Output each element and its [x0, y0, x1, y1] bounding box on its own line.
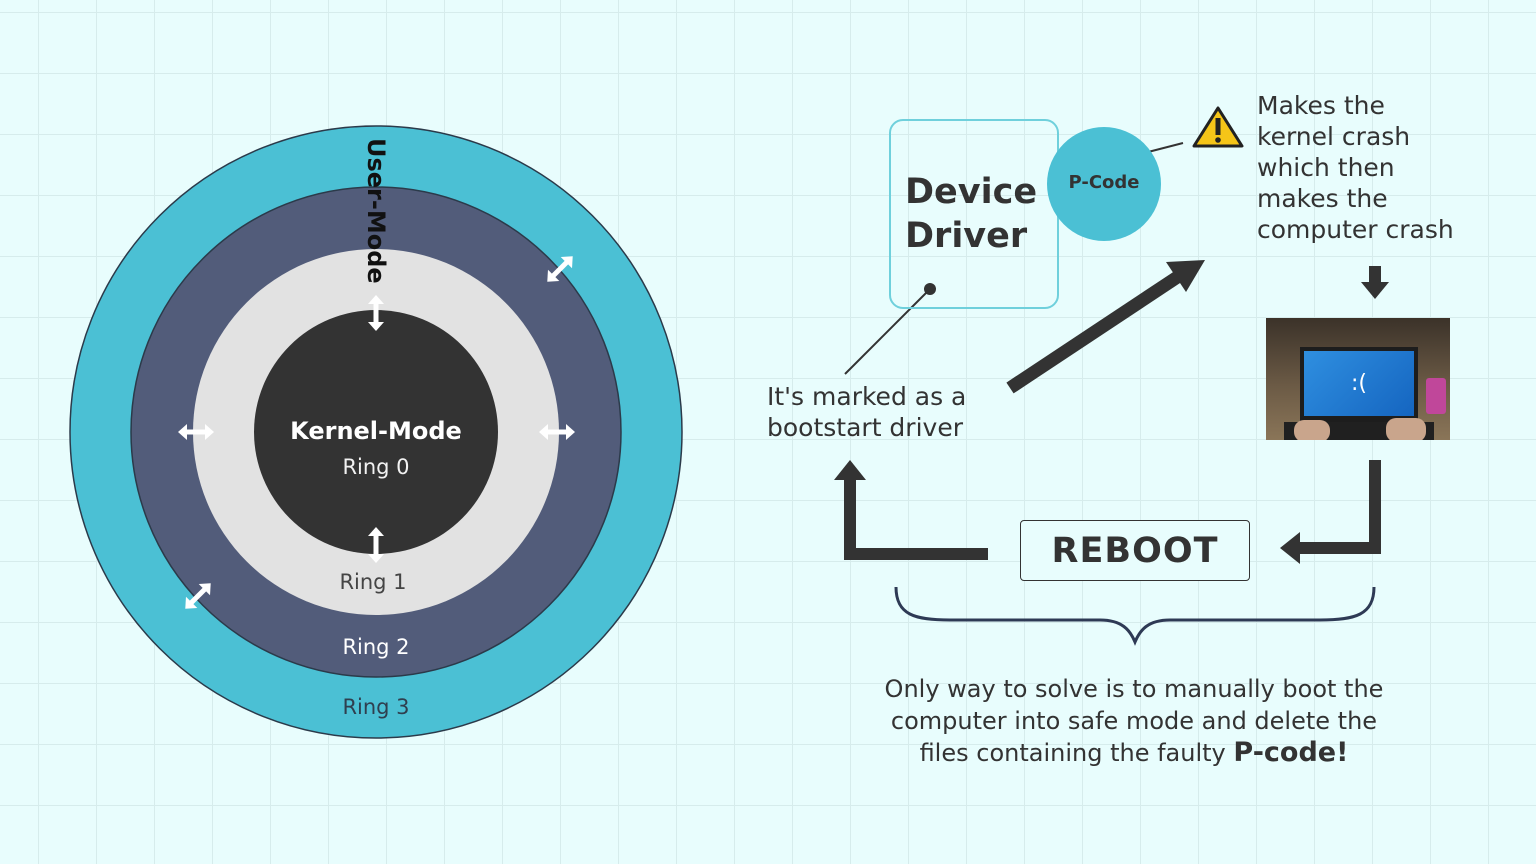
arrow-icon — [1006, 260, 1205, 394]
double-arrow-icon — [368, 295, 384, 331]
bootstart-leader-line — [844, 288, 931, 375]
crash-line: kernel crash — [1257, 122, 1411, 151]
warning-icon — [1192, 106, 1244, 148]
reboot-box: REBOOT — [1020, 520, 1250, 581]
kernel-core — [254, 310, 498, 554]
ring-1-label: Ring 1 — [339, 570, 406, 594]
arrow-down-icon — [1361, 266, 1389, 299]
crash-line: which then — [1257, 153, 1395, 182]
solution-emphasis: P-code! — [1233, 737, 1349, 768]
double-arrow-icon — [368, 527, 384, 563]
pcode-label: P-Code — [1068, 172, 1140, 193]
crash-line: makes the — [1257, 184, 1388, 213]
crashed-laptop-image: :( — [1266, 318, 1450, 440]
left-hand — [1294, 420, 1330, 440]
arrow-icon — [834, 460, 988, 560]
pencil-cup — [1426, 378, 1446, 414]
double-arrow-icon — [539, 424, 575, 440]
kernel-mode-label: Kernel-Mode — [290, 417, 462, 445]
solution-line-prefix: files containing the faulty — [919, 739, 1226, 767]
protection-rings-diagram: User-Mode Kernel-Mode Ring 0 Ring 1 Ring… — [69, 125, 683, 739]
user-mode-label: User-Mode — [362, 138, 390, 284]
ring-3-label: Ring 3 — [342, 695, 409, 719]
arrow-icon — [1280, 460, 1381, 564]
flow-connectors — [834, 106, 1389, 646]
bootstart-line: bootstart driver — [767, 413, 963, 442]
crash-description: Makes the kernel crash which then makes … — [1257, 90, 1454, 245]
device-driver-label: Device Driver — [905, 170, 1045, 258]
ring-2-label: Ring 2 — [342, 635, 409, 659]
reboot-label: REBOOT — [1051, 530, 1219, 571]
crash-line: computer crash — [1257, 215, 1454, 244]
crash-line: Makes the — [1257, 91, 1385, 120]
solution-line: Only way to solve is to manually boot th… — [884, 675, 1384, 703]
blue-screen: :( — [1300, 347, 1418, 422]
ring-0-label: Ring 0 — [342, 455, 409, 479]
brace-icon — [894, 586, 1376, 646]
solution-line: files containing the faulty P-code! — [834, 737, 1434, 769]
bootstart-line: It's marked as a — [767, 382, 967, 411]
solution-text: Only way to solve is to manually boot th… — [834, 673, 1434, 769]
double-arrow-icon — [185, 583, 211, 609]
right-hand — [1386, 418, 1426, 440]
sad-face: :( — [1351, 371, 1367, 396]
pcode-circle — [1047, 127, 1161, 241]
double-arrow-icon — [547, 256, 573, 282]
solution-line: computer into safe mode and delete the — [890, 707, 1378, 735]
double-arrow-icon — [178, 424, 214, 440]
device-driver-text: Device Driver — [905, 172, 1038, 256]
bootstart-description: It's marked as a bootstart driver — [767, 381, 966, 443]
bootstart-leader-dot — [924, 283, 936, 295]
